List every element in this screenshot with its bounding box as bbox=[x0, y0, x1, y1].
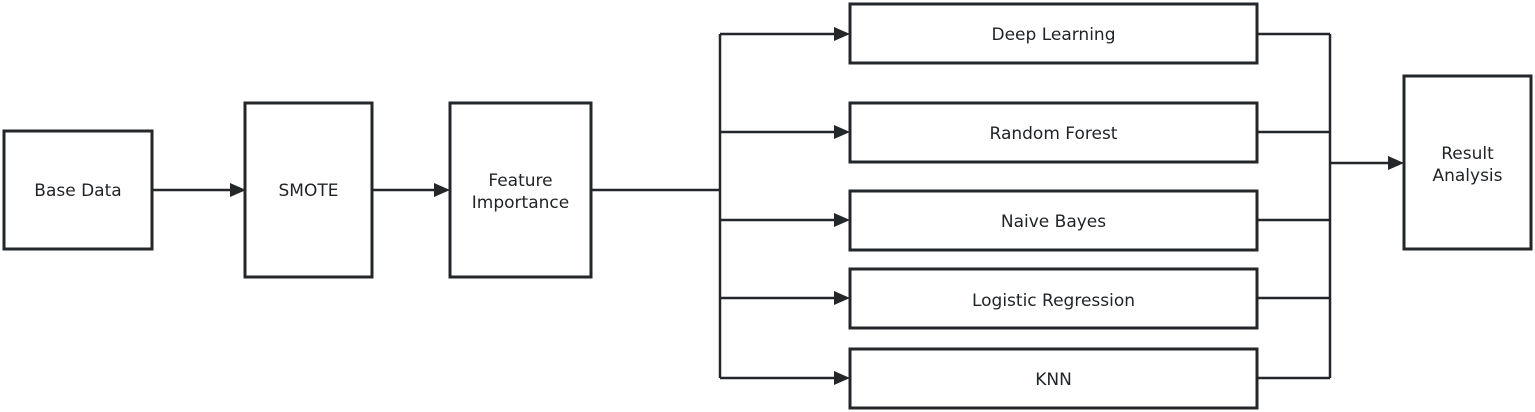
knn-box bbox=[848, 347, 1259, 410]
smote-label: SMOTE bbox=[279, 181, 339, 201]
node-random-forest: Random Forest bbox=[848, 101, 1259, 164]
feature-importance-box bbox=[448, 101, 593, 279]
feature-importance-label-line-1: Feature bbox=[488, 171, 552, 191]
result-analysis-label-line-2: Analysis bbox=[1432, 166, 1502, 186]
arrowhead-smote bbox=[230, 183, 246, 197]
node-feature-importance: Feature Importance bbox=[448, 101, 593, 279]
naive-bayes-box bbox=[848, 189, 1259, 252]
arrowhead-result-analysis bbox=[1388, 156, 1404, 170]
node-knn: KNN bbox=[848, 347, 1259, 410]
feature-importance-label-line-2: Importance bbox=[472, 193, 569, 213]
node-deep-learning: Deep Learning bbox=[848, 2, 1259, 65]
node-naive-bayes: Naive Bayes bbox=[848, 189, 1259, 252]
result-analysis-label-line-1: Result bbox=[1441, 144, 1494, 164]
deep-learning-label: Deep Learning bbox=[991, 25, 1115, 45]
knn-label: KNN bbox=[1035, 370, 1072, 390]
arrowhead-deep-learning bbox=[834, 27, 850, 41]
node-base-data: Base Data bbox=[2, 129, 154, 251]
arrowhead-knn bbox=[834, 371, 850, 385]
result-analysis-box bbox=[1402, 74, 1533, 251]
arrowhead-random-forest bbox=[834, 125, 850, 139]
arrowhead-naive-bayes bbox=[834, 213, 850, 227]
node-smote: SMOTE bbox=[243, 101, 374, 279]
node-result-analysis: Result Analysis bbox=[1402, 74, 1533, 251]
logistic-regression-label: Logistic Regression bbox=[972, 291, 1135, 311]
base-data-label: Base Data bbox=[34, 181, 121, 201]
random-forest-box bbox=[848, 101, 1259, 164]
node-logistic-regression: Logistic Regression bbox=[848, 267, 1259, 330]
logistic-regression-box bbox=[848, 267, 1259, 330]
arrowhead-feature-importance bbox=[434, 183, 450, 197]
arrowhead-logistic-regression bbox=[834, 291, 850, 305]
naive-bayes-label: Naive Bayes bbox=[1001, 212, 1106, 232]
smote-box bbox=[243, 101, 374, 279]
base-data-box bbox=[2, 129, 154, 251]
deep-learning-box bbox=[848, 2, 1259, 65]
connectors bbox=[152, 27, 1404, 385]
random-forest-label: Random Forest bbox=[990, 124, 1118, 144]
